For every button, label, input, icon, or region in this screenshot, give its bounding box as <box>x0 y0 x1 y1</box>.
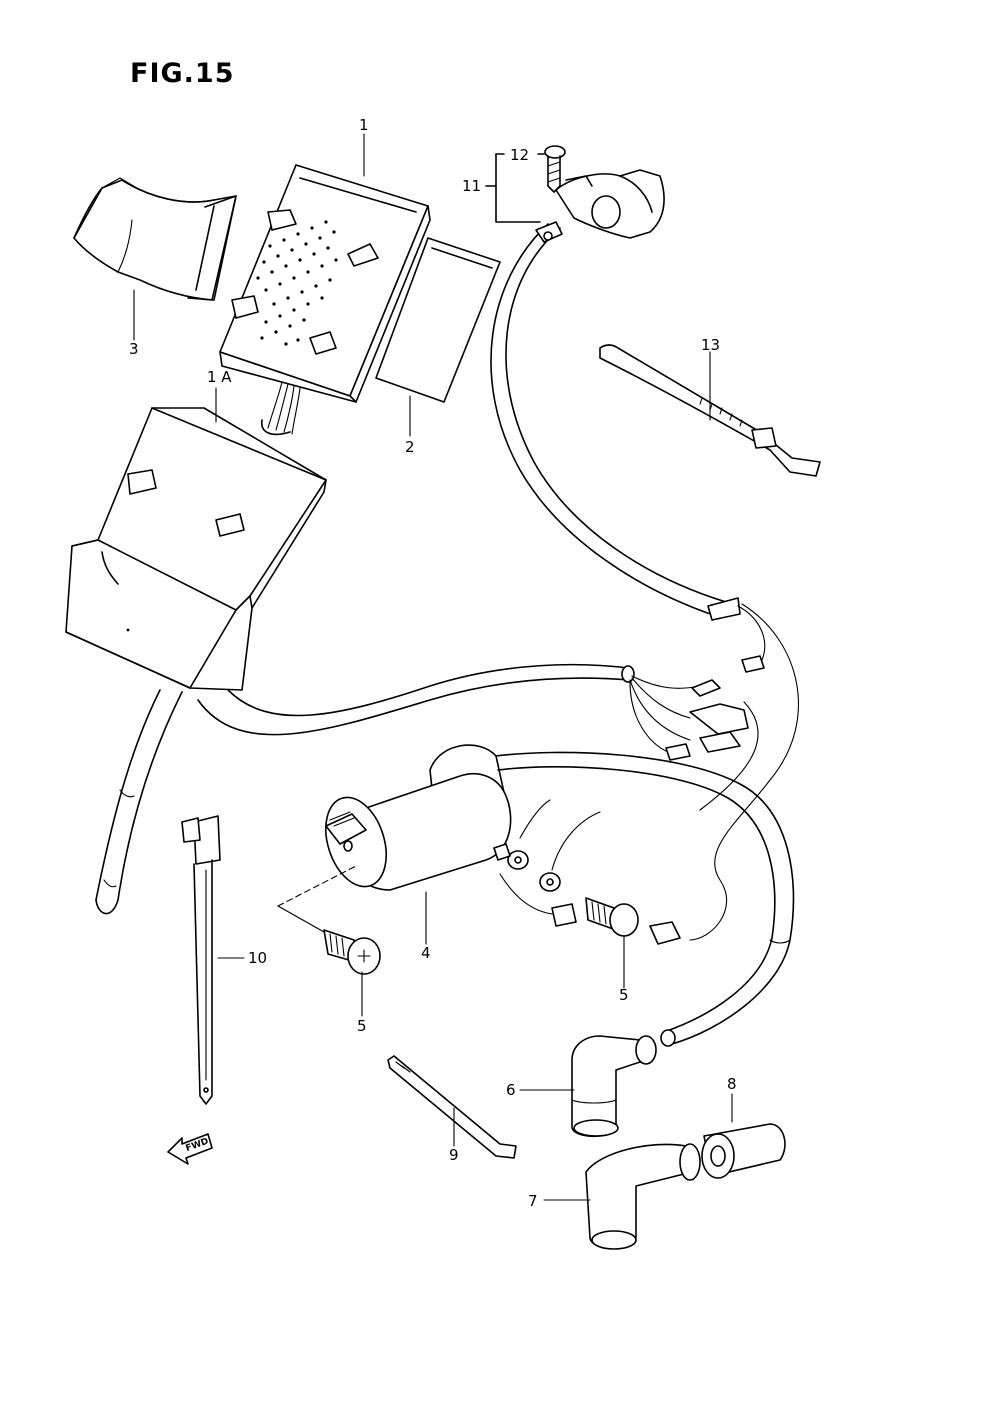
bolt-part-5-right[interactable] <box>585 897 639 937</box>
callout-1a: 1 A <box>207 368 232 386</box>
fwd-arrow-icon: FWD <box>167 1133 213 1165</box>
callout-6: 6 <box>506 1081 516 1099</box>
bolt-part-5-left[interactable] <box>323 929 381 975</box>
bolt-guide-line-2 <box>277 905 325 933</box>
cable-tie-part-10[interactable] <box>181 815 221 1105</box>
callout-7: 7 <box>528 1192 538 1210</box>
wire-harness[interactable] <box>95 223 799 941</box>
leader-lines <box>133 133 733 1201</box>
callout-3: 3 <box>129 340 139 358</box>
plug-cap-part-7[interactable] <box>585 1143 701 1250</box>
rubber-band-part-3[interactable] <box>73 177 237 301</box>
callout-1: 1 <box>359 116 369 134</box>
plug-cap-part-6[interactable] <box>571 1035 657 1138</box>
ignition-coil-part-4[interactable] <box>315 744 795 1047</box>
callout-11: 11 <box>462 177 481 195</box>
figure-title: FIG.15 <box>130 58 235 89</box>
bolt-guide-line <box>277 865 357 907</box>
cdi-case-part-1a[interactable] <box>65 407 327 691</box>
bracket-11-12 <box>485 153 545 223</box>
callout-2: 2 <box>405 438 415 456</box>
callout-10: 10 <box>248 949 267 967</box>
callout-labels: 1 1 A 2 3 4 5 5 6 7 8 9 10 11 12 13 <box>129 116 737 1210</box>
callout-4: 4 <box>421 944 431 962</box>
callout-12: 12 <box>510 146 529 164</box>
callout-5-left: 5 <box>357 1017 367 1035</box>
callout-9: 9 <box>449 1146 459 1164</box>
cushion-pad-part-2[interactable] <box>375 237 501 403</box>
cdi-vent-dots <box>256 220 338 346</box>
callout-8: 8 <box>727 1075 737 1093</box>
stop-switch-part-11[interactable] <box>535 169 665 243</box>
screw-part-12[interactable] <box>544 145 566 193</box>
cable-tie-part-9[interactable] <box>387 1055 517 1159</box>
callout-13: 13 <box>701 336 720 354</box>
rubber-cap-part-8[interactable] <box>701 1123 786 1179</box>
callout-5-right: 5 <box>619 986 629 1004</box>
cdi-unit-part-1[interactable] <box>219 164 431 436</box>
